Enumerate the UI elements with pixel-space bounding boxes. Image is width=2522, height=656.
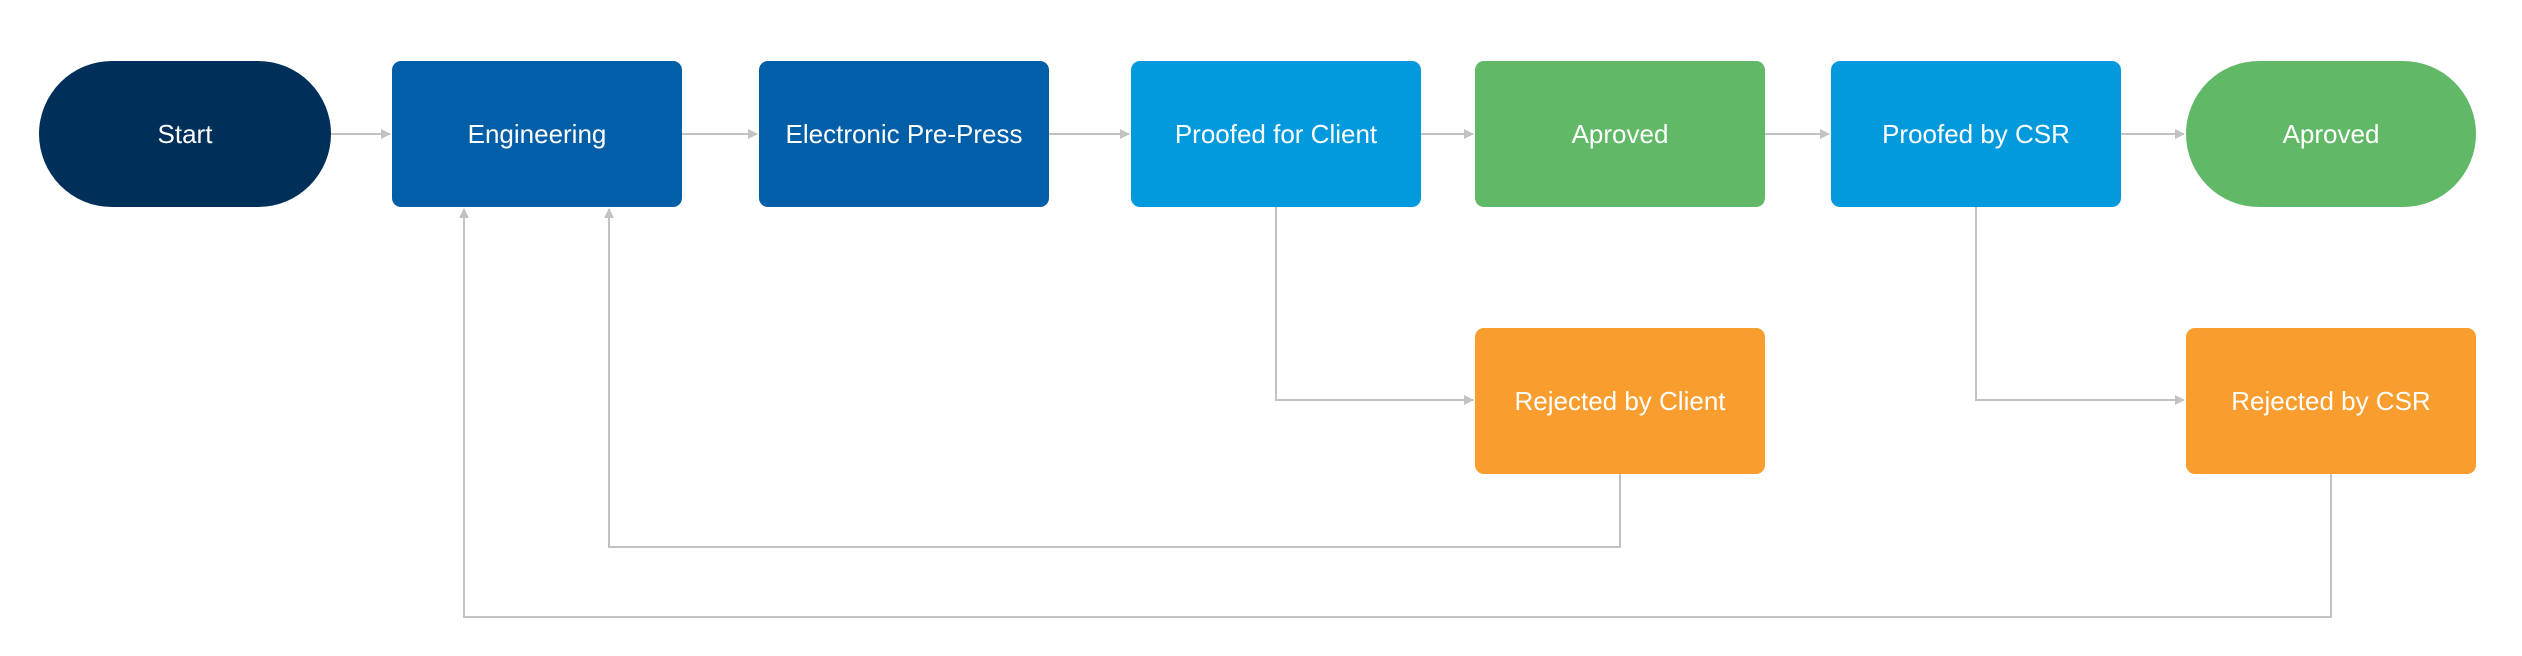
rejected-by-csr-node-label: Rejected by CSR — [2231, 385, 2431, 416]
approved-node-1: Aproved — [1475, 61, 1765, 207]
rejected-by-client-node: Rejected by Client — [1475, 328, 1765, 474]
engineering-node: Engineering — [392, 61, 682, 207]
proofed-by-csr-node-label: Proofed by CSR — [1882, 118, 2070, 149]
proofed-for-client-node-label: Proofed for Client — [1174, 118, 1378, 149]
approved-node-1-label: Aproved — [1571, 118, 1669, 149]
proofed-by-csr-node: Proofed by CSR — [1831, 61, 2121, 207]
rejected-by-client-node-label: Rejected by Client — [1514, 385, 1726, 416]
approved-end-node-label: Aproved — [2282, 118, 2380, 149]
approved-end-node: Aproved — [2186, 61, 2476, 207]
electronic-prepress-node: Electronic Pre-Press — [759, 61, 1049, 207]
rejected-by-csr-node: Rejected by CSR — [2186, 328, 2476, 474]
connector-rejected-by-client-to-engineering — [604, 208, 1621, 548]
start-node-label: Start — [157, 118, 213, 149]
electronic-prepress-node-label: Electronic Pre-Press — [785, 118, 1023, 149]
engineering-node-label: Engineering — [467, 118, 607, 149]
connector-proofed-for-client-to-rejected-by-client — [1275, 207, 1474, 405]
start-node: Start — [39, 61, 331, 207]
proofed-for-client-node: Proofed for Client — [1131, 61, 1421, 207]
connector-proofed-by-csr-to-rejected-by-csr — [1975, 207, 2185, 405]
connector-rejected-by-csr-to-engineering — [459, 208, 2332, 618]
